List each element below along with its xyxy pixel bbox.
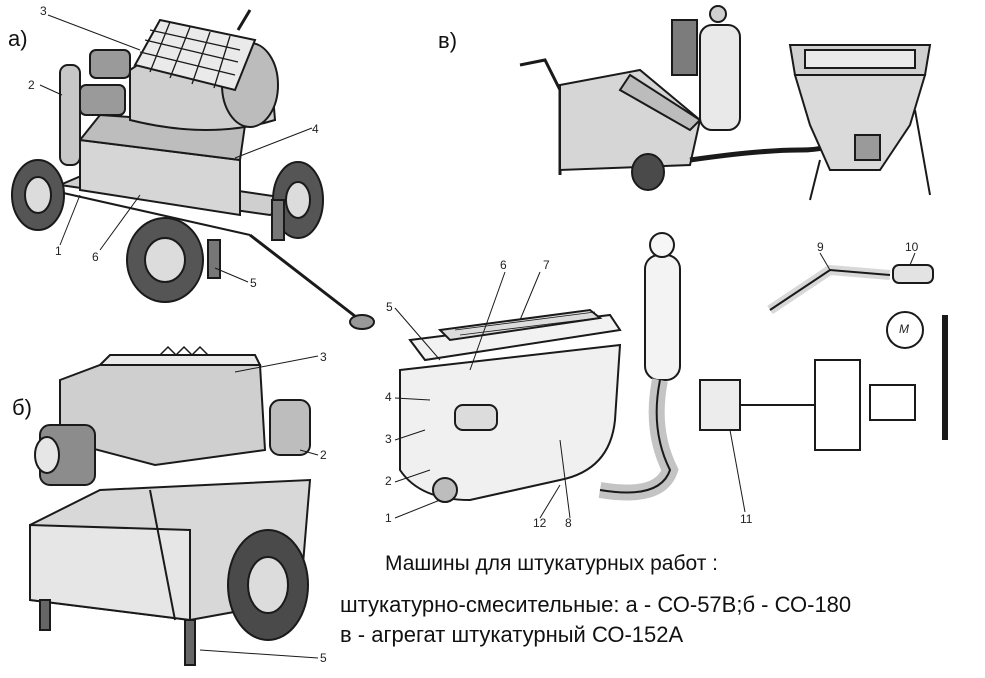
callout-v-10: 10	[905, 240, 919, 254]
callout-a-2: 2	[28, 78, 35, 92]
callout-v-3: 3	[385, 432, 392, 446]
callout-a-5: 5	[250, 276, 257, 290]
callout-a-4: 4	[312, 122, 319, 136]
callout-b-2: 2	[320, 448, 327, 462]
callout-v-11: 11	[740, 512, 753, 526]
callout-a-1: 1	[55, 244, 62, 258]
callout-v-5: 5	[386, 300, 393, 314]
callout-b-3: 3	[320, 350, 327, 364]
callout-v-12: 12	[533, 516, 547, 530]
callout-a-6: 6	[92, 250, 99, 264]
caption-line-aggregate: в - агрегат штукатурный СО-152А	[340, 622, 684, 647]
panel-v-aggregate-drawing	[394, 5, 948, 519]
callout-v-9: 9	[817, 240, 824, 254]
callout-v-8: 8	[565, 516, 572, 530]
callout-v-1: 1	[385, 511, 392, 525]
caption-line-machines: штукатурно-смесительные: а - СО-57В;б - …	[340, 592, 852, 617]
callout-b-5: 5	[320, 651, 327, 665]
panel-b-mixer-drawing	[29, 345, 319, 666]
callout-v-7: 7	[543, 258, 550, 272]
caption-title: Машины для штукатурных работ :	[385, 552, 719, 575]
panel-a-mixer-drawing	[11, 9, 375, 330]
callout-v-6: 6	[500, 258, 507, 272]
panel-a-label: а)	[8, 26, 28, 51]
motor-symbol-label: M	[899, 322, 909, 336]
callout-v-2: 2	[385, 474, 392, 488]
panel-v-label: в)	[438, 28, 458, 53]
panel-b-label: б)	[12, 395, 32, 420]
callout-v-4: 4	[385, 390, 392, 404]
callout-a-3: 3	[40, 4, 47, 18]
